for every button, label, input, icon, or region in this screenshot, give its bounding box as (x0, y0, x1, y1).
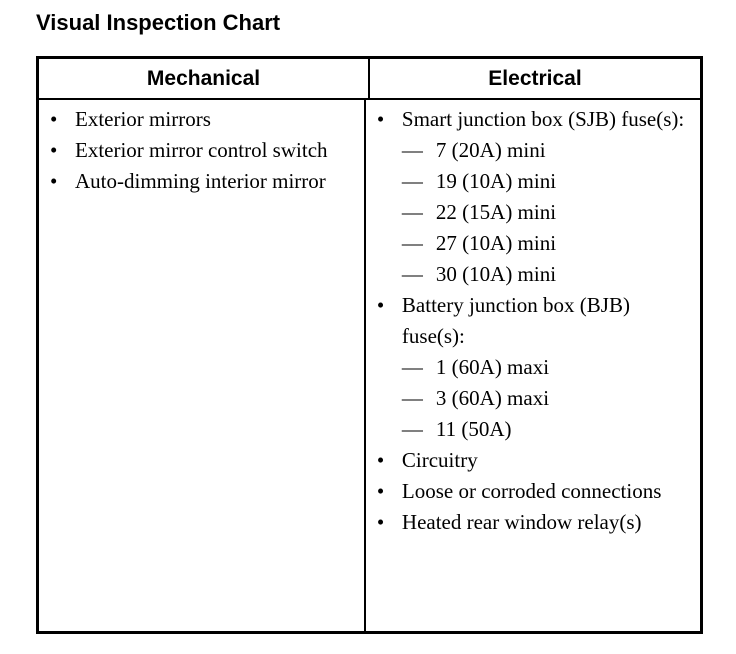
mechanical-list: • Exterior mirrors • Exterior mirror contro… (45, 104, 358, 197)
list-item-label: Exterior mirror control switch (75, 138, 328, 162)
column-header-electrical: Electrical (488, 67, 582, 90)
sub-list-item-label: 22 (15A) mini (435, 200, 557, 224)
bullet-icon: • (50, 138, 58, 162)
table-inner: Mechanical Electrical •Exterior mirrors•… (39, 59, 700, 631)
table-body-row: • Exterior mirrors • Exterior mirror contro… (39, 100, 700, 631)
list-item: • Heated rear window relay(s) (372, 507, 694, 538)
sub-list-item: — 30 (10A) mini (402, 259, 694, 290)
sub-list-item: — 1 (60A) maxi (402, 352, 694, 383)
list-item: • Exterior mirror control switch (45, 135, 358, 166)
list-item: • Auto-dimming interior mirror (45, 166, 358, 197)
em-dash-icon: — (401, 386, 423, 410)
list-item-label: Battery junction box (BJB) fuse(s): (401, 293, 630, 348)
sub-list: — 1 (60A) maxi — 3 (60A) maxi — 11 (50A) (402, 352, 694, 445)
bullet-icon: • (376, 293, 385, 317)
list-item: • Loose or corroded connections (372, 476, 694, 507)
sub-list-item-label: 19 (10A) mini (435, 169, 557, 193)
sub-list: — 7 (20A) mini — 19 (10A) mini — 22 (15A) min… (402, 135, 694, 290)
list-item: • Smart junction box (SJB) fuse(s): — 7 (20… (372, 104, 694, 290)
mechanical-cell: • Exterior mirrors • Exterior mirror contro… (39, 100, 366, 631)
list-item-label: Loose or corroded connections (401, 479, 662, 503)
table-header-row: Mechanical Electrical (39, 59, 700, 100)
bullet-icon: • (50, 107, 58, 131)
list-item-label: Heated rear window relay(s) (401, 510, 642, 534)
list-item: • Circuitry (372, 445, 694, 476)
em-dash-icon: — (401, 138, 423, 162)
list-item: • Battery junction box (BJB) fuse(s): — 1 (… (372, 290, 694, 445)
em-dash-icon: — (401, 231, 423, 255)
sub-list-item-label: 11 (50A) (435, 417, 512, 441)
sub-list-item: — 27 (10A) mini (402, 228, 694, 259)
sub-list-item: — 22 (15A) mini (402, 197, 694, 228)
list-item-label: Exterior mirrors (75, 107, 211, 131)
sub-list-item-label: 27 (10A) mini (435, 231, 557, 255)
list-item-label: Auto-dimming interior mirror (75, 169, 326, 193)
bullet-icon: • (50, 169, 58, 193)
list-item-label: Circuitry (401, 448, 478, 472)
sub-list-item-label: 3 (60A) maxi (435, 386, 550, 410)
em-dash-icon: — (401, 200, 423, 224)
list-item-label: Smart junction box (SJB) fuse(s): (401, 107, 685, 131)
em-dash-icon: — (401, 169, 423, 193)
sub-list-item-label: 7 (20A) mini (435, 138, 546, 162)
column-header-mechanical: Mechanical (39, 59, 370, 98)
electrical-list: • Smart junction box (SJB) fuse(s): — 7 (20… (372, 104, 694, 538)
sub-list-item: — 3 (60A) maxi (402, 383, 694, 414)
visual-inspection-table: Mechanical Electrical •Exterior mirrors•… (36, 56, 703, 634)
bullet-icon: • (376, 479, 385, 503)
bullet-icon: • (376, 107, 385, 131)
list-item: • Exterior mirrors (45, 104, 358, 135)
em-dash-icon: — (401, 355, 423, 379)
bullet-icon: • (376, 510, 385, 534)
em-dash-icon: — (401, 262, 423, 286)
sub-list-item: — 7 (20A) mini (402, 135, 694, 166)
em-dash-icon: — (401, 417, 423, 441)
sub-list-item-label: 1 (60A) maxi (435, 355, 550, 379)
bullet-icon: • (376, 448, 385, 472)
sub-list-item: — 19 (10A) mini (402, 166, 694, 197)
sub-list-item: — 11 (50A) (402, 414, 694, 445)
sub-list-item-label: 30 (10A) mini (435, 262, 557, 286)
page-title: Visual Inspection Chart (36, 10, 281, 35)
electrical-cell: • Smart junction box (SJB) fuse(s): — 7 (20… (366, 100, 700, 631)
